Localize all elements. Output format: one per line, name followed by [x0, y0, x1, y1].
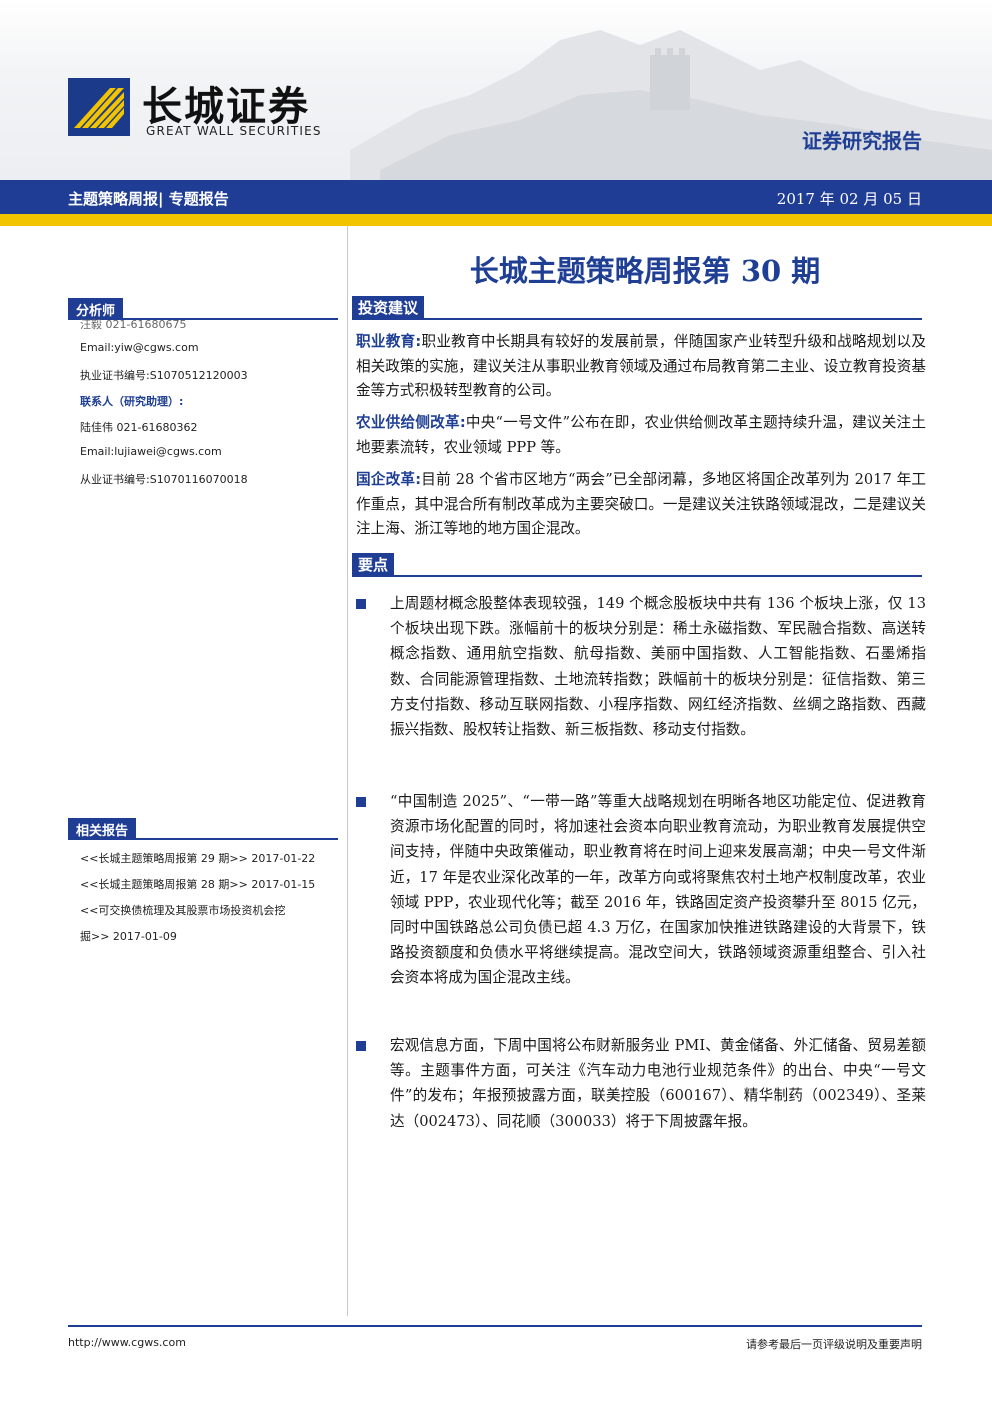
- report-type: 证券研究报告: [802, 129, 922, 153]
- analyst-heading-label: 分析师: [68, 298, 124, 320]
- column-divider: [347, 226, 348, 1316]
- advice-label: 农业供给侧改革:: [356, 414, 466, 431]
- header-yellow-bar: [0, 214, 992, 226]
- footer-disclaimer: 请参考最后一页评级说明及重要声明: [746, 1338, 922, 1351]
- header-background: [0, 0, 992, 180]
- related-reports-heading: 相关报告: [68, 818, 338, 840]
- key-point-item: 上周题材概念股整体表现较强，149 个概念股板块中共有 136 个板块上涨，仅 …: [390, 595, 926, 739]
- key-points-heading: 要点: [352, 553, 922, 577]
- contact-email: Email:lujiawei@cgws.com: [80, 445, 222, 458]
- key-points-label: 要点: [352, 553, 395, 577]
- advice-text: 目前 28 个省市区地方“两会”已全部闭幕，多地区将国企改革列为 2017 年工…: [356, 471, 926, 537]
- analyst-heading: 分析师: [68, 298, 338, 320]
- analyst-line: 汪毅 021-61680675: [80, 318, 187, 331]
- investment-advice-heading: 投资建议: [352, 296, 922, 320]
- advice-label: 职业教育:: [356, 333, 422, 350]
- analyst-cert: 执业证书编号:S1070512120003: [80, 369, 248, 382]
- analyst-email: Email:yiw@cgws.com: [80, 341, 199, 354]
- advice-paragraph-agriculture: 农业供给侧改革:中央“一号文件”公布在即，农业供给侧改革主题持续升温，建议关注土…: [356, 411, 926, 460]
- key-point-item: “中国制造 2025”、“一带一路”等重大战略规划在明晰各地区功能定位、促进教育…: [390, 793, 926, 987]
- advice-text: 中央“一号文件”公布在即，农业供给侧改革主题持续升温，建议关注土地要素流转，农业…: [356, 414, 926, 456]
- footer-website-link[interactable]: http://www.cgws.com: [68, 1336, 186, 1349]
- contact-heading: 联系人（研究助理）:: [80, 395, 184, 408]
- investment-advice-label: 投资建议: [352, 296, 425, 320]
- bullet-square-icon: [356, 797, 366, 807]
- related-report-link[interactable]: <<长城主题策略周报第 29 期>> 2017-01-22: [80, 852, 316, 865]
- company-name-cn: 长城证券: [142, 83, 310, 130]
- report-category: 主题策略周报| 专题报告: [68, 190, 229, 208]
- advice-paragraph-soe-reform: 国企改革:目前 28 个省市区地方“两会”已全部闭幕，多地区将国企改革列为 20…: [356, 468, 926, 542]
- advice-label: 国企改革:: [356, 471, 422, 488]
- key-point-item: 宏观信息方面，下周中国将公布财新服务业 PMI、黄金储备、外汇储备、贸易差额等。…: [390, 1037, 926, 1130]
- page-title: 长城主题策略周报第 30 期: [469, 254, 821, 288]
- advice-text: 职业教育中长期具有较好的发展前景，伴随国家产业转型升级和战略规划以及相关政策的实…: [356, 333, 926, 399]
- bullet-square-icon: [356, 599, 366, 609]
- related-report-link[interactable]: <<长城主题策略周报第 28 期>> 2017-01-15: [80, 878, 316, 891]
- company-name-en: GREAT WALL SECURITIES: [146, 124, 322, 138]
- footer-divider: [68, 1325, 922, 1327]
- related-reports-label: 相关报告: [68, 818, 137, 840]
- related-report-link-cont[interactable]: 掘>> 2017-01-09: [80, 930, 177, 943]
- advice-paragraph-education: 职业教育:职业教育中长期具有较好的发展前景，伴随国家产业转型升级和战略规划以及相…: [356, 330, 926, 404]
- company-logo-icon: [68, 78, 130, 136]
- contact-line: 陆佳伟 021-61680362: [80, 421, 198, 434]
- header-blue-bar: [0, 180, 992, 214]
- related-report-link[interactable]: <<可交换债梳理及其股票市场投资机会挖: [80, 904, 286, 917]
- bullet-square-icon: [356, 1041, 366, 1051]
- report-date: 2017 年 02 月 05 日: [776, 190, 922, 208]
- contact-cert: 从业证书编号:S1070116070018: [80, 473, 248, 486]
- great-wall-backdrop-image: [350, 30, 992, 180]
